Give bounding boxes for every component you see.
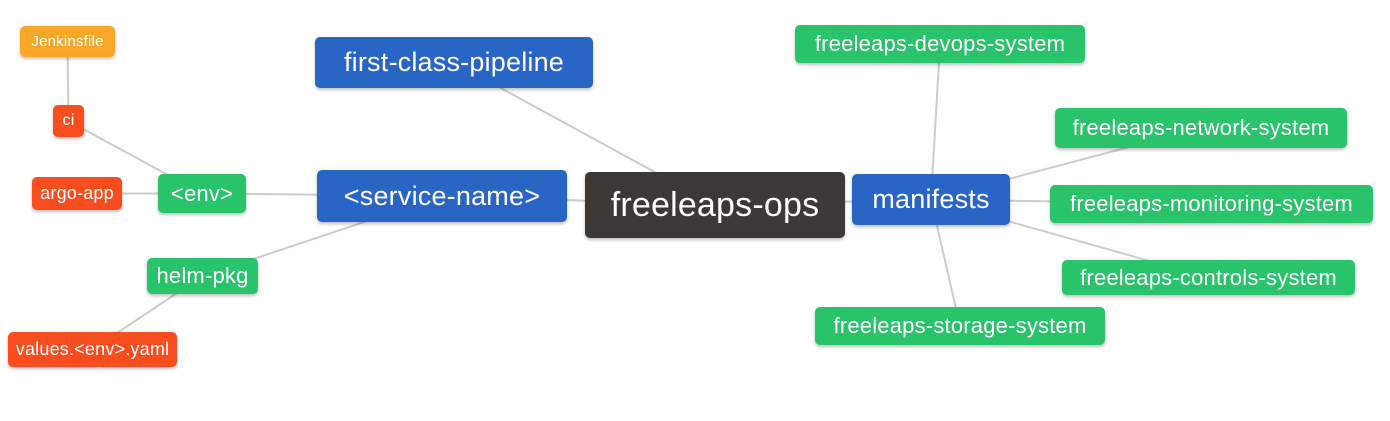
node-env[interactable]: <env> xyxy=(158,174,246,213)
node-first-class-pipeline[interactable]: first-class-pipeline xyxy=(315,37,593,88)
node-freeleaps-ops[interactable]: freeleaps-ops xyxy=(585,172,845,238)
node-helm-pkg[interactable]: helm-pkg xyxy=(147,258,258,294)
node-values-env-yaml[interactable]: values.<env>.yaml xyxy=(8,332,177,367)
node-jenkinsfile[interactable]: Jenkinsfile xyxy=(20,26,115,57)
node-controls-system[interactable]: freeleaps-controls-system xyxy=(1062,260,1355,295)
node-storage-system[interactable]: freeleaps-storage-system xyxy=(815,307,1105,345)
node-ci[interactable]: ci xyxy=(53,105,84,137)
node-devops-system[interactable]: freeleaps-devops-system xyxy=(795,25,1085,63)
node-monitoring-system[interactable]: freeleaps-monitoring-system xyxy=(1050,185,1373,223)
node-network-system[interactable]: freeleaps-network-system xyxy=(1055,108,1347,148)
node-manifests[interactable]: manifests xyxy=(852,174,1010,225)
node-service-name[interactable]: <service-name> xyxy=(317,170,567,222)
node-argo-app[interactable]: argo-app xyxy=(32,177,122,210)
edge-manifests-devops-system xyxy=(930,43,941,200)
